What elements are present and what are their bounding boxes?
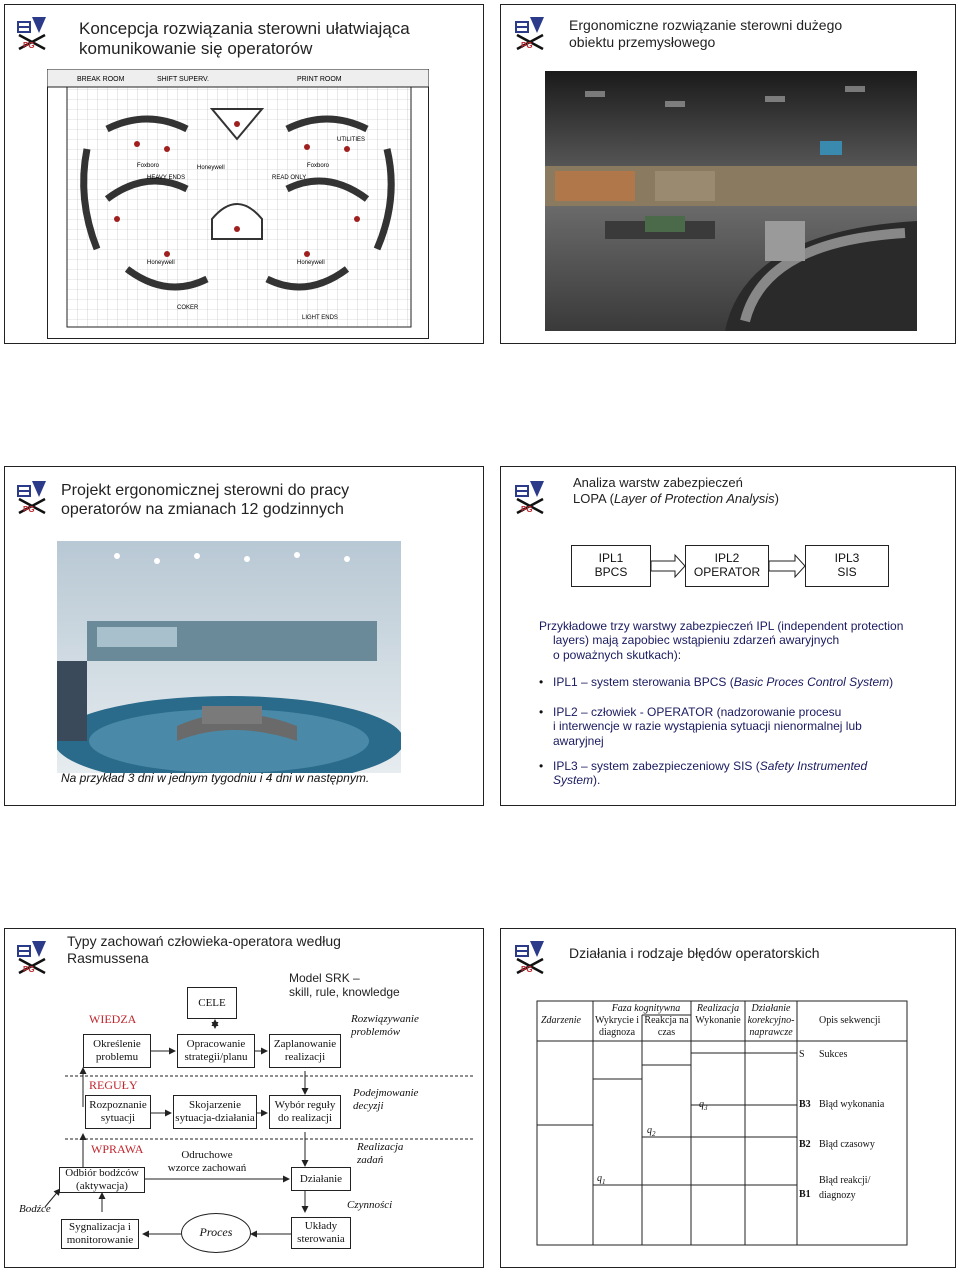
bullet-ipl2: • IPL2 – człowiek - OPERATOR (nadzorowan… [553,705,933,748]
event-tree-lines [501,929,956,1268]
prob-q1: q1 [597,1173,606,1186]
header-zdarzenie: Zdarzenie [541,1015,581,1027]
svg-text:Foxboro: Foxboro [137,163,160,169]
dzialanie-box: Działanie [291,1167,351,1191]
odbior-box: Odbiór bodźców (aktywacja) [59,1167,145,1193]
prob-q2: q2 [647,1125,656,1138]
pg-logo-icon [513,15,547,51]
outcome-b1: B1 [799,1189,811,1201]
svg-text:HEAVY ENDS: HEAVY ENDS [147,175,185,181]
header-opis: Opis sekwencji [819,1015,880,1027]
proces-ellipse: Proces [181,1213,251,1253]
slide-3: Projekt ergonomicznej sterowni do pracy … [4,466,484,806]
svg-text:LIGHT ENDS: LIGHT ENDS [302,315,338,321]
wybor-box: Wybór reguły do realizacji [269,1095,341,1129]
slide-1: Koncepcja rozwiązania sterowni ułatwiają… [4,4,484,344]
header-dzialanie: Działanie [745,1003,797,1015]
slide-5: Typy zachowań człowieka-operatora według… [4,928,484,1268]
wiedza-label: WIEDZA [89,1013,136,1027]
okreslenie-box: Określenie problemu [83,1034,151,1068]
odruchowe-label: Odruchowe wzorce zachowań [167,1149,247,1174]
slide-4: Analiza warstw zabezpieczeń LOPA (Layer … [500,466,956,806]
rozwiazywanie-label: Rozwiązywanie problemów [351,1013,431,1038]
outcome-s: S [799,1049,805,1061]
outcome-b3: B3 [799,1099,811,1111]
slide-3-caption: Na przykład 3 dni w jednym tygodniu i 4 … [61,771,369,785]
bullet-ipl1: •IPL1 – system sterowania BPCS (Basic Pr… [553,675,893,689]
wprawa-label: WPRAWA [91,1143,143,1157]
cele-box: CELE [187,987,237,1019]
pg-logo-icon [15,15,49,51]
svg-text:COKER: COKER [177,305,199,311]
header-wykonanie: Wykonanie [691,1015,745,1027]
pg-logo-icon [513,479,547,515]
outcome-b2: B2 [799,1139,811,1151]
svg-text:Foxboro: Foxboro [307,163,330,169]
layer-arrows [651,551,811,581]
outcome-b2-text: Błąd czasowy [819,1139,875,1151]
control-room-floor-plan: BREAK ROOM SHIFT SUPERV. PRINT ROOM HEAV… [47,69,429,339]
bodzce-label: Bodźce [19,1203,51,1216]
svg-text:SHIFT SUPERV.: SHIFT SUPERV. [157,76,209,83]
slide-3-title: Projekt ergonomicznej sterowni do pracy … [61,481,349,519]
svg-text:UTILITIES: UTILITIES [337,137,365,143]
rozpoznanie-box: Rozpoznanie sytuacji [85,1095,151,1129]
slide-4-title: Analiza warstw zabezpieczeń LOPA (Layer … [573,475,779,506]
slide-6: Działania i rodzaje błędów operatorskich [500,928,956,1268]
intro-text: Przykładowe trzy warstwy zabezpieczeń IP… [539,619,949,662]
pg-logo-icon [15,479,49,515]
svg-text:BREAK ROOM: BREAK ROOM [77,76,125,83]
opracowanie-box: Opracowanie strategii/planu [177,1034,255,1068]
zaplanowanie-box: Zaplanowanie realizacji [269,1034,341,1068]
prob-q3: q3 [699,1099,708,1112]
svg-text:PRINT ROOM: PRINT ROOM [297,76,342,83]
outcome-b3-text: Błąd wykonania [819,1099,884,1111]
podejmowanie-label: Podejmowanie decyzji [353,1087,433,1112]
uklady-box: Układy sterowania [291,1217,351,1249]
slide-2: Ergonomiczne rozwiązanie sterowni dużego… [500,4,956,344]
reguly-label: REGUŁY [89,1079,138,1093]
header-wykrycie: Wykrycie i diagnoza [593,1015,641,1038]
slide-1-title: Koncepcja rozwiązania sterowni ułatwiają… [79,19,410,60]
control-room-render-image [545,71,917,331]
slide-2-title: Ergonomiczne rozwiązanie sterowni dużego… [569,17,842,51]
czynnosci-label: Czynności [347,1199,392,1212]
realizacja-label: Realizacja zadań [357,1141,407,1166]
twelve-hour-control-room-image [57,541,401,773]
header-faza: Faza kognitywna [601,1003,691,1015]
outcome-sukces: Sukces [819,1049,847,1061]
svg-text:READ ONLY: READ ONLY [272,175,306,181]
header-korekcyjno: korekcyjno-naprawcze [745,1015,797,1038]
header-reakcja: Reakcja na czas [642,1015,691,1038]
svg-text:Honeywell: Honeywell [147,260,175,266]
skojarzenie-box: Skojarzenie sytuacja-działania [173,1095,257,1129]
sygnalizacja-box: Sygnalizacja i monitorowanie [61,1219,139,1249]
header-realizacja: Realizacja [691,1003,745,1015]
bullet-ipl3: • IPL3 – system zabezpieczeniowy SIS (Sa… [553,759,933,788]
svg-text:Honeywell: Honeywell [297,260,325,266]
svg-text:Honeywell: Honeywell [197,165,225,171]
outcome-b1-text: Błąd reakcji/ diagnozy [819,1175,870,1201]
